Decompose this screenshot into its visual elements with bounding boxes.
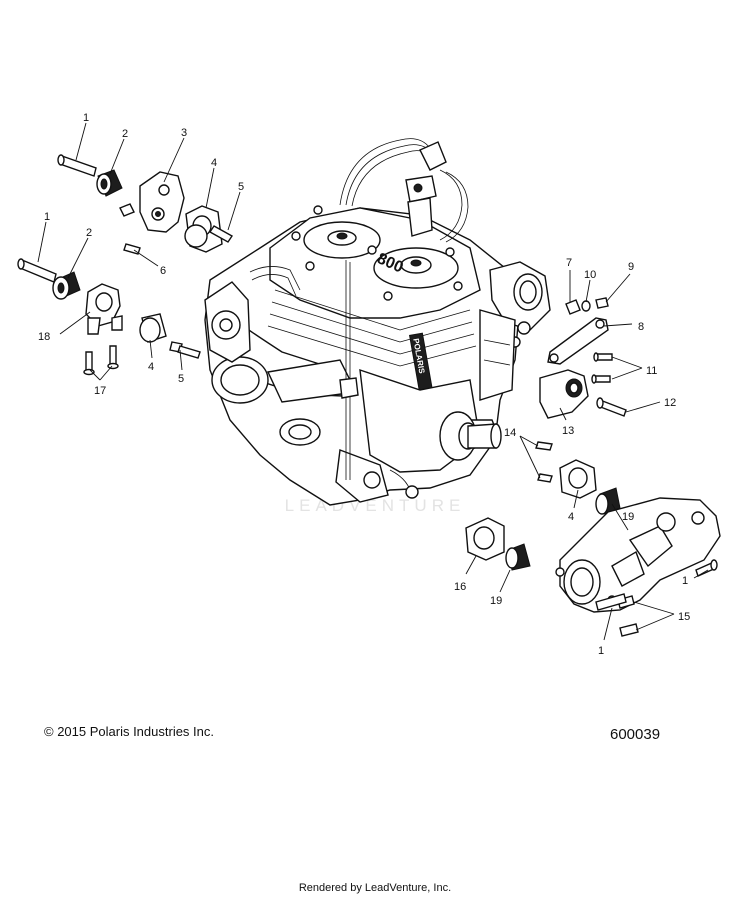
callout-1: 1 xyxy=(44,211,50,223)
callout-12: 12 xyxy=(664,397,676,409)
copyright-text: © 2015 Polaris Industries Inc. xyxy=(44,724,214,739)
callout-10: 10 xyxy=(584,269,596,281)
callout-1: 1 xyxy=(83,112,89,124)
callout-4: 4 xyxy=(148,361,154,373)
upper-left-mount-group xyxy=(57,154,234,255)
leader-lines xyxy=(37,122,709,641)
callout-5: 5 xyxy=(238,181,244,193)
callout-5: 5 xyxy=(178,373,184,385)
rendered-by-text: Rendered by LeadVenture, Inc. xyxy=(298,882,452,894)
callout-13: 13 xyxy=(562,425,574,437)
callout-8: 8 xyxy=(638,321,644,333)
callout-19: 19 xyxy=(490,595,502,607)
right-mount-group xyxy=(465,297,721,637)
figure-id: 600039 xyxy=(610,726,661,743)
callout-19: 19 xyxy=(622,511,634,523)
callout-11: 11 xyxy=(646,365,657,377)
callout-numbers: 1 2 3 4 5 6 1 2 18 17 4 5 7 10 9 8 11 12… xyxy=(38,112,690,657)
callout-4: 4 xyxy=(211,157,217,169)
callout-4: 4 xyxy=(568,511,574,523)
callout-15: 15 xyxy=(678,611,690,623)
callout-2: 2 xyxy=(86,227,92,239)
callout-18: 18 xyxy=(38,331,50,343)
callout-1: 1 xyxy=(598,645,604,657)
callout-14: 14 xyxy=(504,427,516,439)
callout-16: 16 xyxy=(454,581,466,593)
parts-diagram: 800 POLARIS xyxy=(17,112,721,657)
callout-9: 9 xyxy=(628,261,634,273)
callout-1: 1 xyxy=(682,575,688,587)
engine-assembly: 800 POLARIS xyxy=(204,138,551,506)
lower-left-mount-group xyxy=(17,258,201,376)
callout-7: 7 xyxy=(566,257,572,269)
callout-6: 6 xyxy=(160,265,166,277)
callout-17: 17 xyxy=(94,385,106,397)
callout-2: 2 xyxy=(122,128,128,140)
callout-3: 3 xyxy=(181,127,187,139)
